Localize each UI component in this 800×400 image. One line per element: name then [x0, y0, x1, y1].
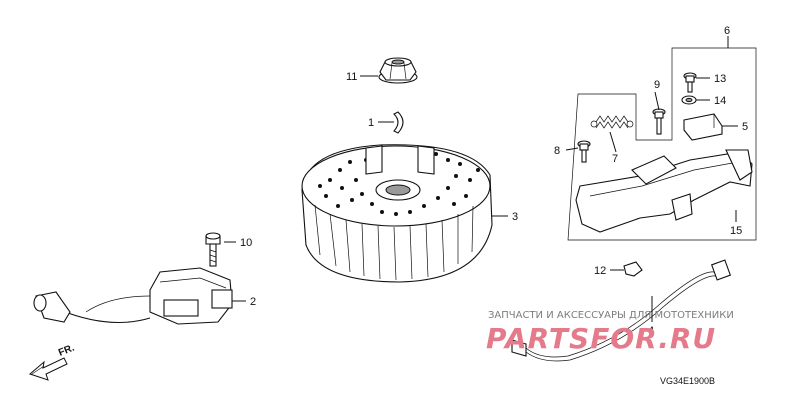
- callout-1: 1: [368, 117, 374, 129]
- stop-wire-4-part: [511, 259, 732, 362]
- watermark-logo: PARTSFOR.RU: [486, 322, 716, 355]
- washer-14-part: [681, 95, 697, 105]
- callout-10: 10: [240, 237, 252, 249]
- callout-12: 12: [594, 265, 606, 277]
- callout-13: 13: [714, 73, 726, 85]
- callout-2: 2: [250, 296, 256, 308]
- callout-11: 11: [346, 71, 357, 83]
- callout-5: 5: [742, 121, 748, 133]
- ignition-coil-part: [33, 267, 233, 325]
- spring-7-part: [590, 115, 634, 129]
- flywheel-part: [301, 144, 493, 283]
- callout-14: 14: [714, 95, 726, 107]
- bracket-15-part: [575, 149, 753, 233]
- bolt-8-part: [577, 140, 591, 163]
- front-direction-label: FR.: [57, 342, 76, 358]
- callout-15: 15: [730, 225, 742, 237]
- callout-8: 8: [554, 145, 560, 157]
- callout-4: 4: [648, 325, 654, 337]
- callout-6: 6: [724, 25, 730, 37]
- front-direction-arrow: FR.: [29, 342, 76, 381]
- bolt-9-part: [652, 108, 666, 135]
- switch-5-part: [683, 113, 723, 141]
- clamp-12-part: [623, 261, 643, 277]
- watermark-tagline: ЗАПЧАСТИ И АКСЕССУАРЫ ДЛЯ МОТОТЕХНИКИ: [488, 310, 734, 321]
- screw-13-part: [683, 72, 697, 93]
- flange-nut-part: [378, 57, 418, 84]
- callout-3: 3: [512, 211, 518, 223]
- bolt-10-part: [205, 232, 221, 267]
- drawing-code: VG34E1900B: [660, 376, 715, 386]
- assembly-group-outline: [567, 47, 757, 241]
- callout-9: 9: [654, 79, 660, 91]
- woodruff-key-part: [393, 111, 404, 134]
- callout-7: 7: [612, 153, 618, 165]
